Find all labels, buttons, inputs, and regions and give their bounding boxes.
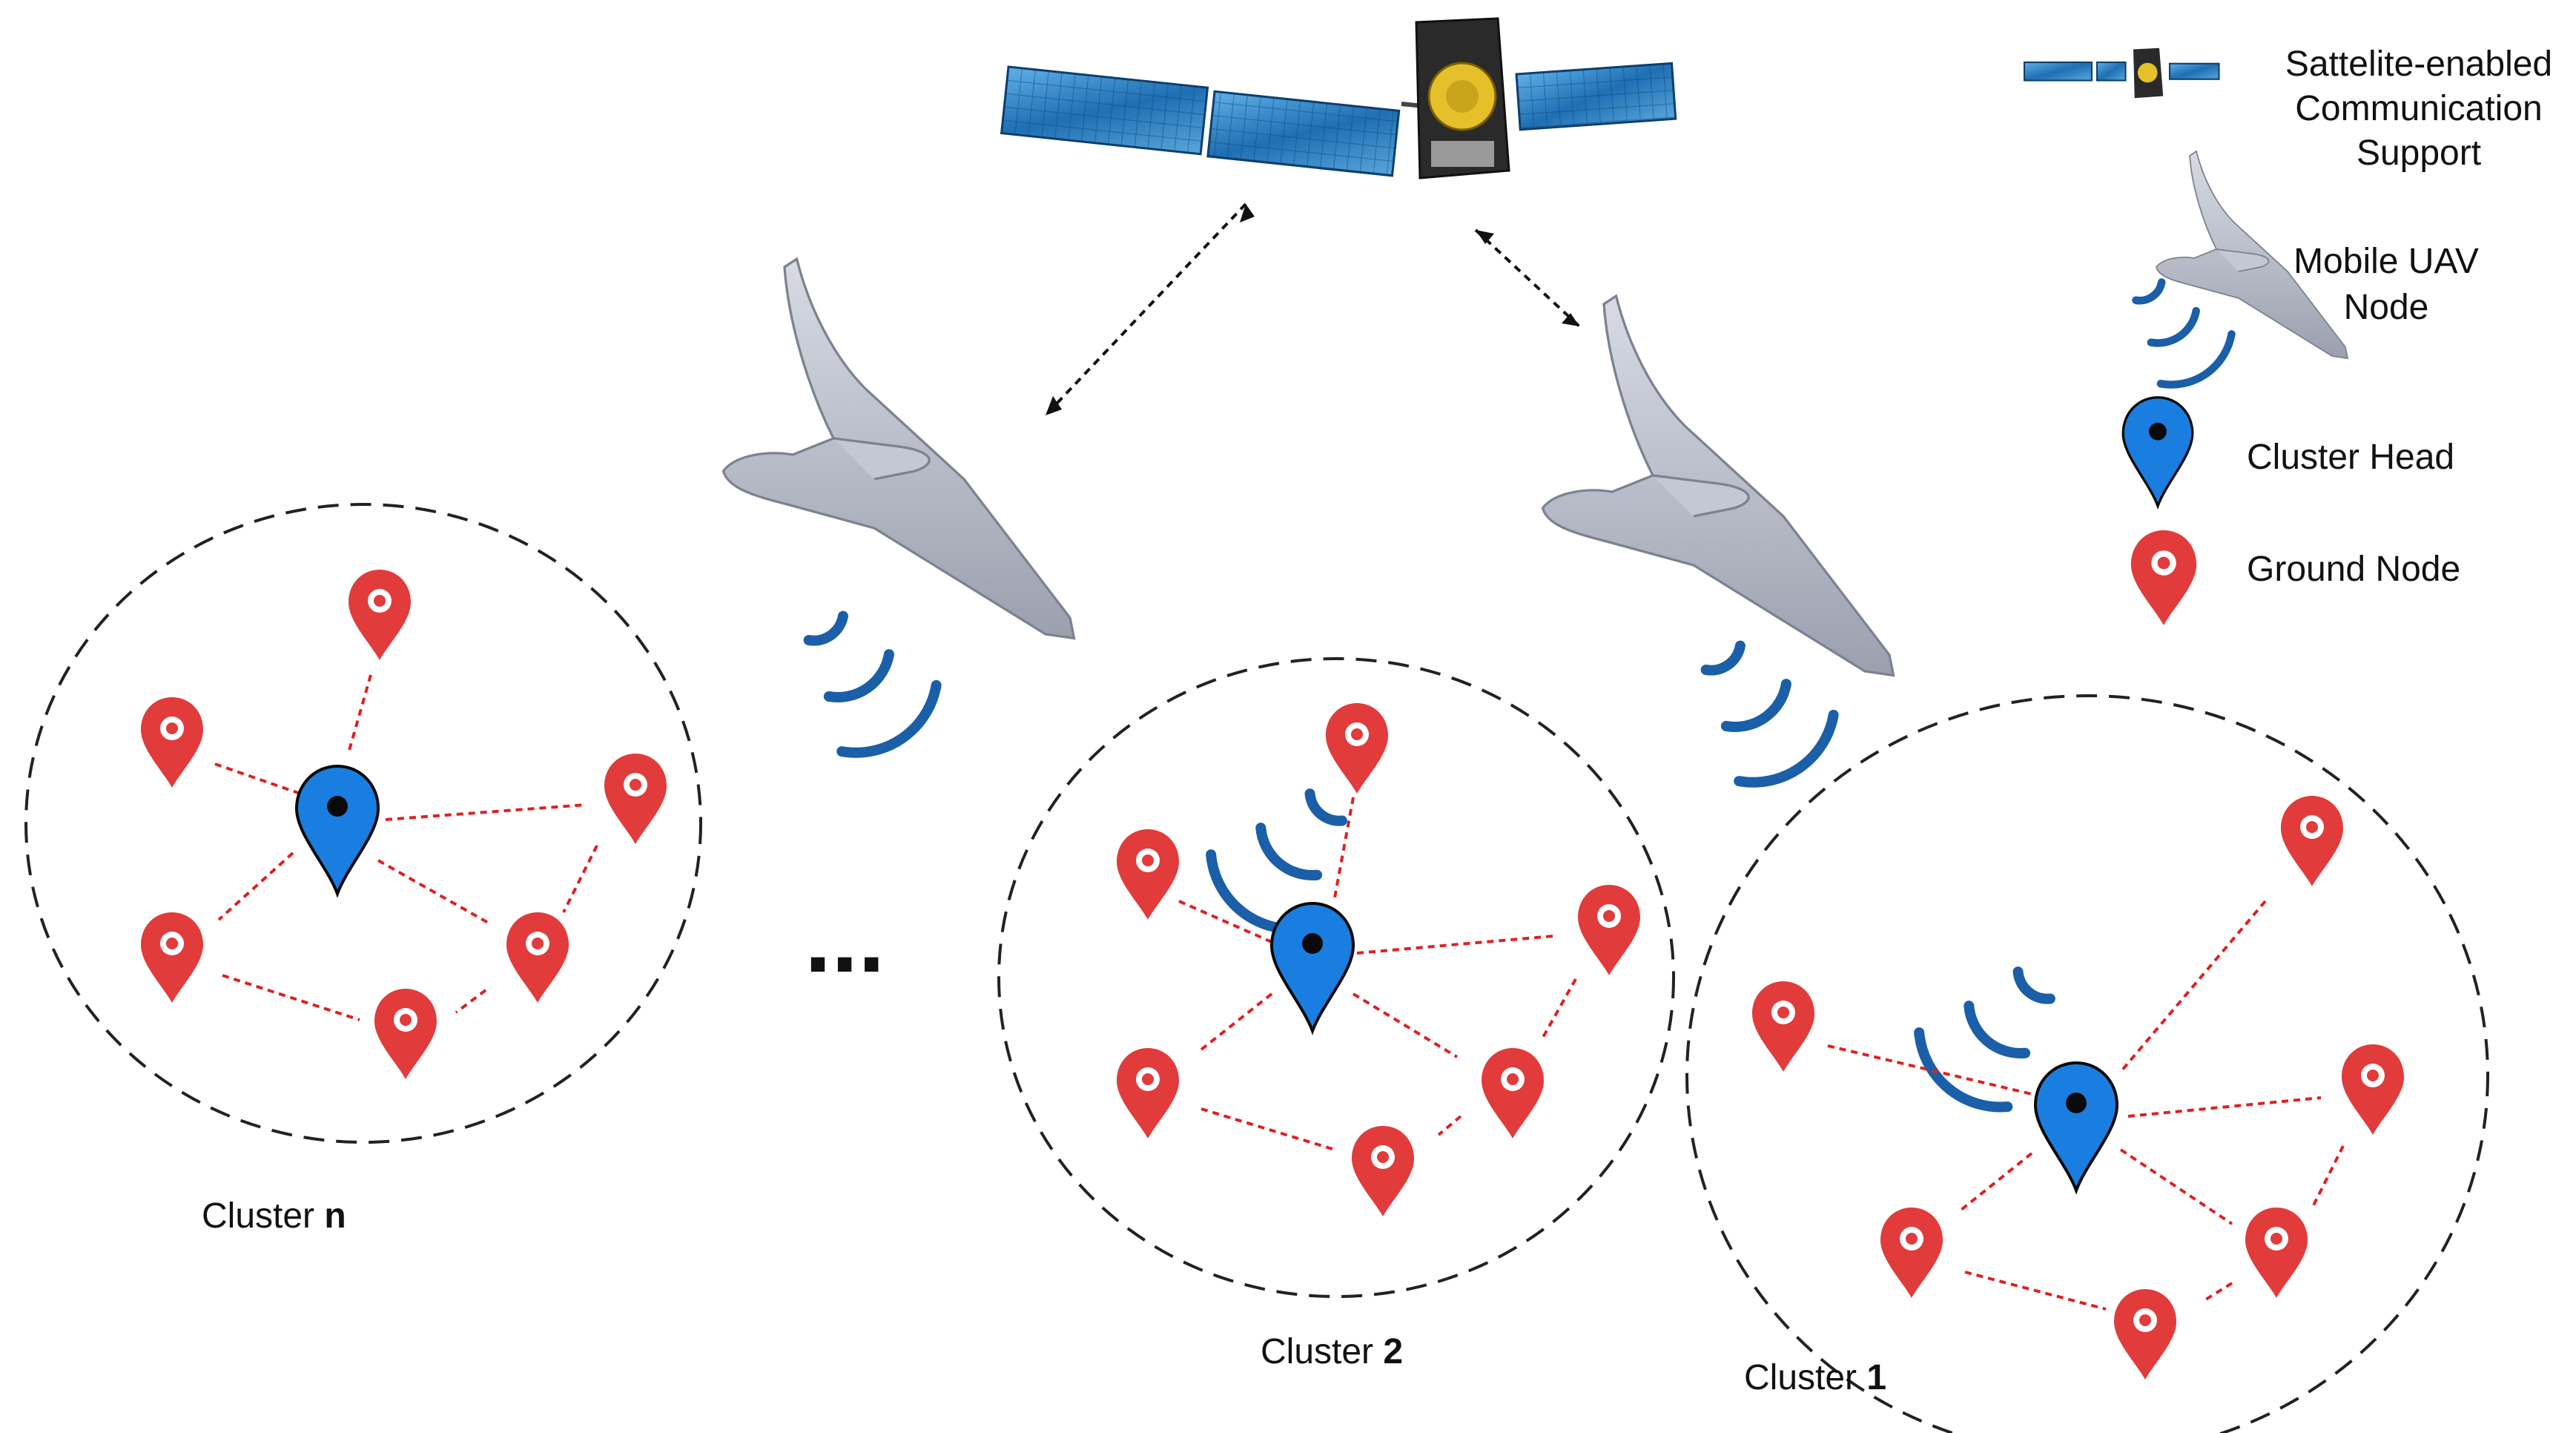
cluster-2-head-pin-icon	[1270, 902, 1355, 1032]
uav-right-signal-waves-icon	[1688, 641, 1843, 796]
cluster-2-links	[1178, 797, 1577, 1151]
uav-right	[1541, 294, 1895, 677]
legend-ground-node-pin-icon	[2130, 530, 2197, 625]
legend-satellite-label-line2: Communication	[2295, 89, 2542, 128]
cluster-n-label: Cluster n	[202, 1196, 346, 1236]
clusters-ellipsis: ...	[805, 884, 885, 992]
satellite-uav-links	[1044, 202, 1581, 417]
cluster-1-label: Cluster 1	[1744, 1358, 1886, 1397]
cluster-1	[1685, 694, 2489, 1433]
legend-cluster-head-pin-icon	[2121, 396, 2194, 507]
legend-cluster-head-label: Cluster Head	[2247, 438, 2454, 477]
cluster-n-links	[214, 674, 598, 1021]
uav-left	[721, 257, 1076, 640]
legend-uav-label-line1: Mobile UAV	[2293, 242, 2479, 281]
link-arrowheads	[1046, 204, 1579, 415]
legend-satellite-label-line3: Support	[2357, 134, 2481, 173]
cluster-1-head-pin-icon	[2034, 1061, 2118, 1192]
cluster-n-head-pin-icon	[295, 765, 380, 895]
cluster-1-links	[1827, 900, 2345, 1311]
satellite-icon	[1000, 17, 1677, 179]
legend-satellite-label-line1: Sattelite-enabled	[2285, 45, 2552, 84]
cluster-n	[24, 503, 702, 1144]
legend: Sattelite-enabled Communication Support …	[2023, 45, 2552, 625]
uav-left-signal-waves-icon	[790, 611, 945, 766]
legend-satellite-icon	[2023, 47, 2220, 99]
legend-uav-label-line2: Node	[2344, 288, 2429, 327]
cluster-2-label: Cluster 2	[1261, 1332, 1403, 1371]
cluster-2	[997, 657, 1675, 1298]
legend-signal-waves-icon	[2122, 278, 2238, 394]
legend-ground-node-label: Ground Node	[2247, 550, 2460, 589]
